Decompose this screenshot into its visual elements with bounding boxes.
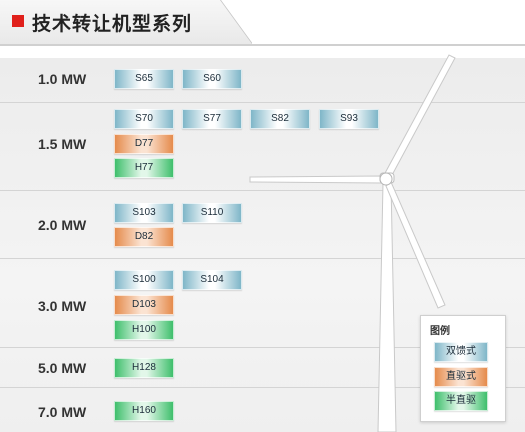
band-1-5mw: 1.5 MW (0, 102, 525, 191)
row-label-1mw: 1.0 MW (38, 71, 87, 87)
model-s100: S100 (114, 270, 174, 290)
legend-item-doubly-fed: 双馈式 (434, 342, 488, 362)
model-s65: S65 (114, 69, 174, 89)
model-s70: S70 (114, 109, 174, 129)
legend: 图例 双馈式 直驱式 半直驱 (420, 315, 506, 422)
band-5mw: 5.0 MW (0, 347, 525, 388)
model-s103: S103 (114, 203, 174, 223)
model-h160: H160 (114, 401, 174, 421)
model-d103: D103 (114, 295, 174, 315)
band-7mw: 7.0 MW (0, 387, 525, 432)
red-square-icon (12, 15, 24, 27)
legend-title: 图例 (430, 326, 450, 337)
page-title: 技术转让机型系列 (32, 13, 193, 35)
row-label-7mw: 7.0 MW (38, 404, 87, 420)
row-label-2mw: 2.0 MW (38, 217, 87, 233)
row-label-3mw: 3.0 MW (38, 298, 87, 314)
model-s110: S110 (182, 203, 242, 223)
model-s77: S77 (182, 109, 242, 129)
row-label-1-5mw: 1.5 MW (38, 136, 87, 152)
model-d82: D82 (114, 227, 174, 247)
legend-item-direct-drive: 直驱式 (434, 367, 488, 387)
header-divider (0, 44, 525, 46)
model-d77: D77 (114, 134, 174, 154)
band-2mw: 2.0 MW (0, 190, 525, 259)
band-1mw: 1.0 MW (0, 58, 525, 103)
model-s60: S60 (182, 69, 242, 89)
model-s104: S104 (182, 270, 242, 290)
model-s82: S82 (250, 109, 310, 129)
legend-item-semi-direct: 半直驱 (434, 391, 488, 411)
header-tab (0, 0, 252, 44)
model-s93: S93 (319, 109, 379, 129)
model-h77: H77 (114, 158, 174, 178)
band-3mw: 3.0 MW (0, 258, 525, 348)
model-h100: H100 (114, 320, 174, 340)
model-h128: H128 (114, 358, 174, 378)
row-label-5mw: 5.0 MW (38, 360, 87, 376)
